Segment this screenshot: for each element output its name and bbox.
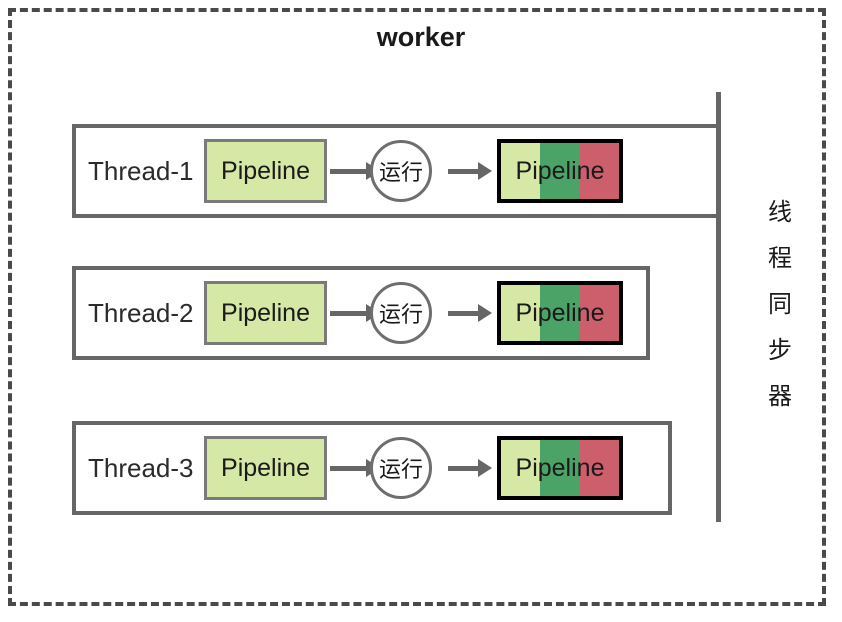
band-green: [540, 143, 580, 199]
arrow-to-result-icon: [448, 459, 492, 477]
run-state-circle[interactable]: 运行: [370, 437, 432, 499]
pipeline-result-label: Pipeline: [515, 453, 605, 482]
worker-title: worker: [376, 22, 466, 52]
sync-label-char: 同: [768, 291, 792, 318]
thread-synchronizer-label: 线 程 同 步 器: [760, 190, 800, 420]
pipeline-result-block[interactable]: Pipeline: [497, 436, 623, 500]
thread-synchronizer-bar: [716, 92, 721, 522]
run-state-circle[interactable]: 运行: [370, 140, 432, 202]
thread-label: Thread-3: [88, 453, 194, 483]
pipeline-box[interactable]: Pipeline: [204, 281, 327, 345]
band-red: [579, 143, 619, 199]
band-red: [579, 440, 619, 496]
pipeline-result-block[interactable]: Pipeline: [497, 139, 623, 203]
run-state-circle[interactable]: 运行: [370, 282, 432, 344]
arrow-to-result-icon: [448, 304, 492, 322]
sync-label-char: 步: [768, 337, 792, 364]
pipeline-result-block[interactable]: Pipeline: [497, 281, 623, 345]
pipeline-box[interactable]: Pipeline: [204, 436, 327, 500]
band-light-green: [501, 143, 541, 199]
arrow-to-run-icon: [330, 162, 380, 180]
pipeline-box[interactable]: Pipeline: [204, 139, 327, 203]
arrow-to-result-icon: [448, 162, 492, 180]
thread-label: Thread-1: [88, 156, 194, 186]
sync-label-char: 线: [768, 199, 792, 226]
sync-label-char: 程: [768, 245, 792, 272]
pipeline-result-label: Pipeline: [515, 298, 605, 327]
worker-boundary-frame: [8, 8, 826, 606]
band-green: [540, 440, 580, 496]
band-light-green: [501, 440, 541, 496]
pipeline-result-label: Pipeline: [515, 156, 605, 185]
thread-row[interactable]: Thread-3 Pipeline 运行 Pipeline: [72, 421, 672, 515]
band-light-green: [501, 285, 541, 341]
thread-row[interactable]: Thread-1 Pipeline 运行 Pipeline: [72, 124, 720, 218]
thread-label: Thread-2: [88, 298, 194, 328]
arrow-to-run-icon: [330, 459, 380, 477]
sync-label-char: 器: [768, 383, 792, 410]
band-green: [540, 285, 580, 341]
arrow-to-run-icon: [330, 304, 380, 322]
thread-row[interactable]: Thread-2 Pipeline 运行 Pipeline: [72, 266, 650, 360]
band-red: [579, 285, 619, 341]
